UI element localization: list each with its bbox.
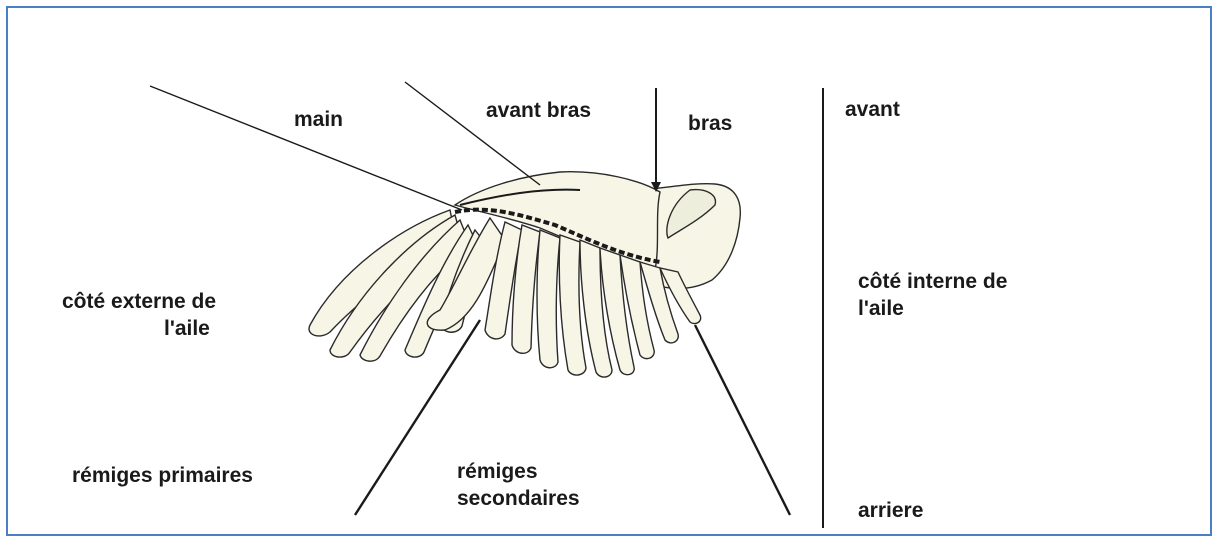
label-arriere: arriere [858,497,923,524]
label-avant-bras: avant bras [486,97,591,124]
label-cote-externe-line1: côté externe de [62,288,216,315]
label-remiges-secondaires-line1: rémiges [457,458,580,485]
label-cote-interne-line1: côté interne de [858,268,1007,295]
label-remiges-primaires: rémiges primaires [72,462,253,489]
label-cote-externe-line2: l'aile [62,315,216,342]
wing-illustration [309,172,740,377]
pointer-remiges-secondaires [695,325,790,515]
label-cote-interne-line2: l'aile [858,295,1007,322]
label-cote-externe: côté externe de l'aile [62,288,216,342]
label-avant: avant [845,96,900,123]
label-cote-interne: côté interne de l'aile [858,268,1007,322]
label-remiges-secondaires-line2: secondaires [457,485,580,512]
label-main: main [294,106,343,133]
label-bras: bras [688,110,732,137]
pointer-main [150,86,462,210]
label-remiges-secondaires: rémiges secondaires [457,458,580,512]
